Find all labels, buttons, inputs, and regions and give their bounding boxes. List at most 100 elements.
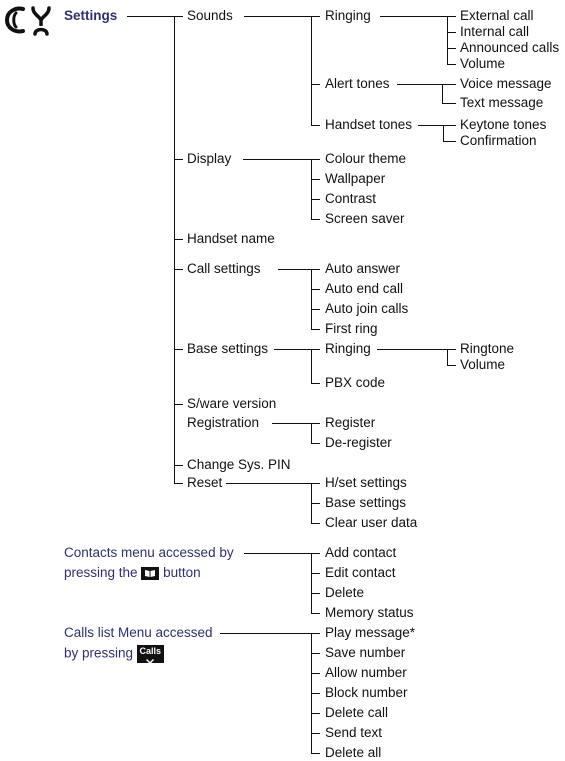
ringing-item: Internal call — [460, 24, 530, 39]
connector — [311, 16, 312, 125]
connector — [447, 16, 456, 17]
reset-item: H/set settings — [325, 475, 407, 490]
handset-tone-item: Keytone tones — [460, 117, 547, 132]
call-settings-item: Auto end call — [325, 281, 404, 296]
contacts-caption-line2: pressing the button — [64, 565, 201, 581]
calls-caption-line1: Calls list Menu accessed — [64, 625, 213, 640]
call-settings-node: Call settings — [187, 261, 261, 276]
connector — [244, 553, 311, 554]
reset-item: Base settings — [325, 495, 407, 510]
connector — [377, 349, 447, 350]
registration-node: Registration — [187, 415, 260, 430]
display-node: Display — [187, 151, 232, 166]
connector — [174, 465, 183, 466]
call-settings-item: Auto join calls — [325, 301, 409, 316]
registration-item: Register — [325, 415, 376, 430]
calls-item: Block number — [325, 685, 408, 700]
connector — [447, 48, 456, 49]
handset-tones-node: Handset tones — [325, 117, 413, 132]
connector — [243, 159, 311, 160]
contacts-caption-line1: Contacts menu accessed by — [64, 545, 234, 560]
contacts-caption-post: button — [163, 565, 201, 580]
connector — [174, 404, 183, 405]
connector — [311, 503, 320, 504]
ringing-item: Volume — [460, 56, 506, 71]
ringing-item: External call — [460, 8, 534, 23]
connector — [311, 16, 320, 17]
connector — [174, 483, 183, 484]
ringing-node: Ringing — [325, 8, 371, 23]
connector — [311, 84, 320, 85]
connector — [311, 423, 312, 443]
ringing-item: Announced calls — [460, 40, 560, 55]
connector — [311, 309, 320, 310]
calls-button-icon: Calls — [136, 645, 164, 665]
connector — [311, 483, 320, 484]
base-ringing-item: Ringtone — [460, 341, 515, 356]
call-settings-item: Auto answer — [325, 261, 401, 276]
reset-item: Clear user data — [325, 515, 418, 530]
contacts-item: Delete — [325, 585, 365, 600]
connector — [311, 633, 320, 634]
calls-button-label: Calls — [139, 646, 162, 656]
phonebook-button-icon — [141, 566, 160, 580]
connector — [311, 613, 320, 614]
connector — [311, 383, 320, 384]
connector — [447, 365, 456, 366]
connector — [311, 753, 320, 754]
base-settings-node: Base settings — [187, 341, 269, 356]
sware-version-node: S/ware version — [187, 396, 277, 411]
connector — [447, 16, 448, 64]
contacts-caption-pre: pressing the — [64, 565, 138, 580]
connector — [174, 269, 183, 270]
connector — [311, 269, 320, 270]
settings-title: Settings — [64, 8, 118, 23]
connector — [447, 349, 456, 350]
contacts-item: Edit contact — [325, 565, 396, 580]
reset-node: Reset — [187, 475, 223, 490]
settings-icon — [4, 6, 51, 36]
connector — [174, 16, 183, 17]
calls-item: Save number — [325, 645, 406, 660]
connector — [418, 125, 443, 126]
connector — [447, 64, 456, 65]
connector — [174, 239, 183, 240]
connector — [311, 653, 320, 654]
display-item: Screen saver — [325, 211, 405, 226]
connector — [311, 269, 312, 329]
connector — [311, 713, 320, 714]
connector — [311, 573, 320, 574]
connector — [311, 733, 320, 734]
call-settings-item: First ring — [325, 321, 378, 336]
calls-caption-pre: by pressing — [64, 645, 134, 661]
connector — [174, 16, 175, 483]
connector — [272, 423, 311, 424]
connector — [447, 32, 456, 33]
connector — [311, 349, 320, 350]
connector — [311, 199, 320, 200]
alert-tones-node: Alert tones — [325, 76, 390, 91]
connector — [311, 523, 320, 524]
connector — [174, 159, 183, 160]
change-pin-node: Change Sys. PIN — [187, 457, 291, 472]
connector — [311, 553, 312, 613]
connector — [127, 16, 174, 17]
pbx-code-node: PBX code — [325, 375, 386, 390]
connector — [311, 673, 320, 674]
connector — [311, 329, 320, 330]
connector — [311, 443, 320, 444]
contacts-item: Memory status — [325, 605, 414, 620]
display-item: Wallpaper — [325, 171, 386, 186]
connector — [380, 16, 447, 17]
handset-tone-item: Confirmation — [460, 133, 537, 148]
connector — [311, 423, 320, 424]
registration-item: De-register — [325, 435, 392, 450]
calls-item: Delete call — [325, 705, 389, 720]
calls-item: Delete all — [325, 745, 382, 760]
alert-item: Text message — [460, 95, 544, 110]
connector — [442, 103, 456, 104]
calls-item: Play message* — [325, 625, 416, 640]
connector — [311, 289, 320, 290]
calls-caption-line2: by pressing Calls — [64, 645, 164, 665]
connector — [311, 219, 320, 220]
